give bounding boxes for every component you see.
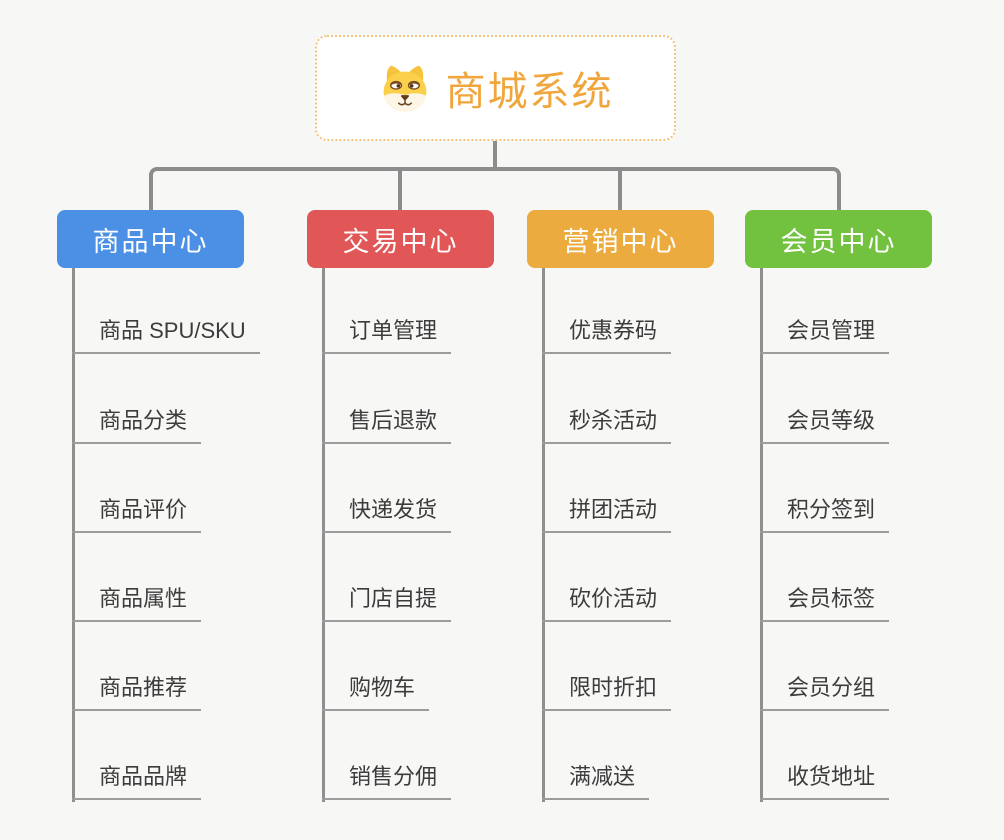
leaf-item[interactable]: 会员等级 (760, 406, 890, 444)
connector-bar-left (149, 167, 495, 212)
leaf-item[interactable]: 限时折扣 (542, 673, 672, 711)
connector-drop-trade (398, 171, 402, 212)
leaf-item[interactable]: 砍价活动 (542, 584, 672, 622)
branch-marketing-center[interactable]: 营销中心 (527, 210, 714, 268)
root-node[interactable]: 商城系统 (315, 35, 676, 141)
leaf-item[interactable]: 积分签到 (760, 495, 890, 533)
leaf-item[interactable]: 商品属性 (72, 584, 202, 622)
leaf-item[interactable]: 会员分组 (760, 673, 890, 711)
leaf-item[interactable]: 满减送 (542, 762, 650, 800)
leaf-item[interactable]: 购物车 (322, 673, 430, 711)
leaf-item[interactable]: 商品品牌 (72, 762, 202, 800)
leaf-item[interactable]: 销售分佣 (322, 762, 452, 800)
connector-root-drop (493, 140, 497, 171)
branch-trade-center[interactable]: 交易中心 (307, 210, 494, 268)
branch-trunk-line (760, 268, 763, 802)
leaf-item[interactable]: 收货地址 (760, 762, 890, 800)
branch-member-center[interactable]: 会员中心 (745, 210, 932, 268)
root-title: 商城系统 (445, 70, 614, 114)
leaf-item[interactable]: 快递发货 (322, 495, 452, 533)
branch-trunk-line (72, 268, 75, 802)
leaf-item[interactable]: 订单管理 (322, 316, 452, 354)
shiba-dog-icon (378, 63, 432, 113)
connector-bar-right (495, 167, 841, 212)
leaf-item[interactable]: 秒杀活动 (542, 406, 672, 444)
leaf-item[interactable]: 商品分类 (72, 406, 202, 444)
leaf-item[interactable]: 商品评价 (72, 495, 202, 533)
branch-trunk-line (322, 268, 325, 802)
leaf-item[interactable]: 售后退款 (322, 406, 452, 444)
branch-product-center[interactable]: 商品中心 (57, 210, 244, 268)
leaf-item[interactable]: 门店自提 (322, 584, 452, 622)
leaf-item[interactable]: 商品推荐 (72, 673, 202, 711)
leaf-item[interactable]: 会员管理 (760, 316, 890, 354)
leaf-item[interactable]: 会员标签 (760, 584, 890, 622)
leaf-item[interactable]: 优惠券码 (542, 316, 672, 354)
branch-trunk-line (542, 268, 545, 802)
leaf-item[interactable]: 拼团活动 (542, 495, 672, 533)
leaf-item[interactable]: 商品 SPU/SKU (72, 316, 260, 354)
connector-drop-marketing (618, 171, 622, 212)
